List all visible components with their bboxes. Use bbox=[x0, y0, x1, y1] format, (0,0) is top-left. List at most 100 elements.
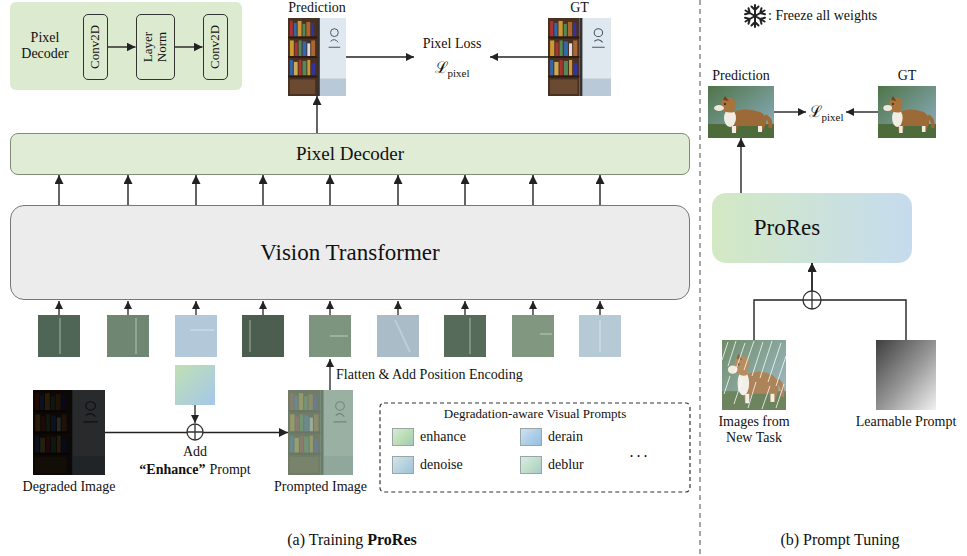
connector-arrow bbox=[195, 175, 196, 205]
prediction-image bbox=[288, 18, 346, 96]
block-name: Pixel Decoder bbox=[296, 143, 404, 165]
image-patch bbox=[377, 315, 419, 357]
image-title: Prediction bbox=[288, 0, 346, 16]
edge-label: Add bbox=[181, 444, 209, 460]
new-task-image bbox=[722, 340, 786, 410]
connector-arrow bbox=[329, 175, 330, 205]
prediction-image bbox=[288, 18, 346, 96]
add-symbol bbox=[803, 291, 821, 309]
connector-arrow bbox=[812, 263, 906, 340]
legend-text: deblur bbox=[548, 457, 584, 473]
loss-arrow bbox=[846, 111, 878, 112]
label-group: (a) TrainingProRes bbox=[287, 531, 416, 549]
layer-name: Layer Norm bbox=[141, 22, 170, 72]
connector-arrow bbox=[175, 46, 203, 47]
layer-name: Conv2D bbox=[208, 22, 222, 72]
legend-swatch bbox=[392, 456, 414, 474]
legend-swatch bbox=[520, 428, 542, 446]
connector-arrow bbox=[127, 175, 128, 205]
label-group: Degradation-aware Visual Prompts bbox=[444, 407, 626, 422]
image-caption: Learnable Prompt bbox=[856, 414, 957, 430]
image-box: GT bbox=[548, 18, 611, 96]
label-text: Prompt bbox=[209, 462, 250, 478]
label-group: “Enhance”Prompt bbox=[139, 462, 250, 478]
image-patch bbox=[444, 315, 486, 357]
label-group: Pixel Loss bbox=[423, 36, 482, 52]
connector-arrow bbox=[316, 96, 317, 133]
image-title: GT bbox=[898, 68, 917, 84]
connector-arrow bbox=[599, 175, 600, 205]
degraded-image bbox=[33, 390, 105, 475]
enhance-prompt-patch bbox=[175, 365, 215, 423]
label-text: (b) Prompt Tuning bbox=[780, 531, 899, 549]
prompted-image bbox=[288, 390, 353, 475]
block-name: ProRes bbox=[754, 215, 820, 241]
block-name: Vision Transformer bbox=[260, 240, 439, 266]
module-panel: Pixel Decoder Conv2D Layer Norm Conv2D bbox=[10, 2, 242, 90]
connector-arrow bbox=[58, 175, 59, 205]
panel-title: Pixel Decoder bbox=[14, 30, 76, 62]
legend-swatch bbox=[520, 456, 542, 474]
freeze-icon bbox=[744, 5, 767, 27]
patch-arrow bbox=[599, 301, 600, 315]
layer-box: Conv2D bbox=[203, 14, 228, 80]
image-patch bbox=[60, 318, 600, 354]
legend-entry: enhance bbox=[392, 428, 466, 446]
layer-name: Conv2D bbox=[88, 22, 102, 72]
transformer-block: Vision Transformer bbox=[10, 205, 690, 300]
panel-divider bbox=[699, 0, 700, 556]
loss-arrow bbox=[774, 111, 806, 112]
label-group: Flatten & Add Position Encoding bbox=[336, 367, 523, 383]
patch-arrow bbox=[127, 301, 128, 315]
legend-text: : Freeze all weights bbox=[768, 8, 877, 24]
label-text: Degradation-aware Visual Prompts bbox=[444, 407, 626, 422]
image-box: Learnable Prompt bbox=[876, 340, 936, 410]
loss-arrow bbox=[346, 56, 414, 57]
image-caption: Degraded Image bbox=[23, 479, 116, 495]
prediction-image bbox=[708, 86, 774, 138]
loss-arrow bbox=[490, 56, 548, 57]
prompted-image bbox=[288, 390, 353, 475]
gt-image bbox=[878, 86, 936, 138]
image-title: GT bbox=[570, 0, 589, 16]
image-patch bbox=[107, 315, 149, 357]
patch-arrow bbox=[262, 301, 263, 315]
label-text: Flatten & Add Position Encoding bbox=[336, 367, 523, 383]
legend-entry: denoise bbox=[392, 456, 463, 474]
label-text: ProRes bbox=[367, 531, 416, 549]
subscript: pixel bbox=[822, 111, 844, 124]
add-symbol bbox=[187, 424, 203, 440]
layer-box: Conv2D bbox=[83, 14, 108, 80]
image-title: Prediction bbox=[712, 68, 770, 84]
gt-image bbox=[548, 18, 611, 96]
patch-arrow bbox=[59, 301, 600, 315]
legend-text: derain bbox=[548, 429, 583, 445]
label-text: ... bbox=[630, 443, 651, 461]
patch-arrow bbox=[397, 301, 398, 315]
subscript: pixel bbox=[448, 67, 470, 80]
image-box: Degraded Image bbox=[33, 390, 105, 475]
prediction-image bbox=[708, 86, 774, 138]
pixel-decoder-panel-ground bbox=[10, 2, 242, 90]
gt-image bbox=[548, 18, 611, 96]
image-patch bbox=[512, 315, 554, 357]
new-task-image bbox=[722, 341, 786, 409]
prompted-image bbox=[288, 390, 353, 475]
connector-arrow bbox=[464, 175, 465, 205]
image-patch bbox=[175, 315, 217, 357]
image-box: Prediction bbox=[288, 18, 346, 96]
label-group: (b) Prompt Tuning bbox=[780, 531, 899, 549]
label-text: ℒ bbox=[809, 103, 822, 121]
label-text: “Enhance” bbox=[139, 462, 205, 478]
legend-text: enhance bbox=[420, 429, 466, 445]
enhance-prompt-patch bbox=[175, 365, 215, 405]
image-box: Prompted Image bbox=[288, 390, 353, 475]
legend-text: denoise bbox=[420, 457, 463, 473]
new-task-image bbox=[722, 340, 786, 410]
legend-entry: : Freeze all weights bbox=[768, 7, 877, 25]
flatten-arrow bbox=[329, 359, 330, 390]
connector-arrow bbox=[262, 175, 263, 205]
image-caption: Images from New Task bbox=[708, 414, 800, 446]
label-text: Pixel Loss bbox=[423, 36, 482, 52]
